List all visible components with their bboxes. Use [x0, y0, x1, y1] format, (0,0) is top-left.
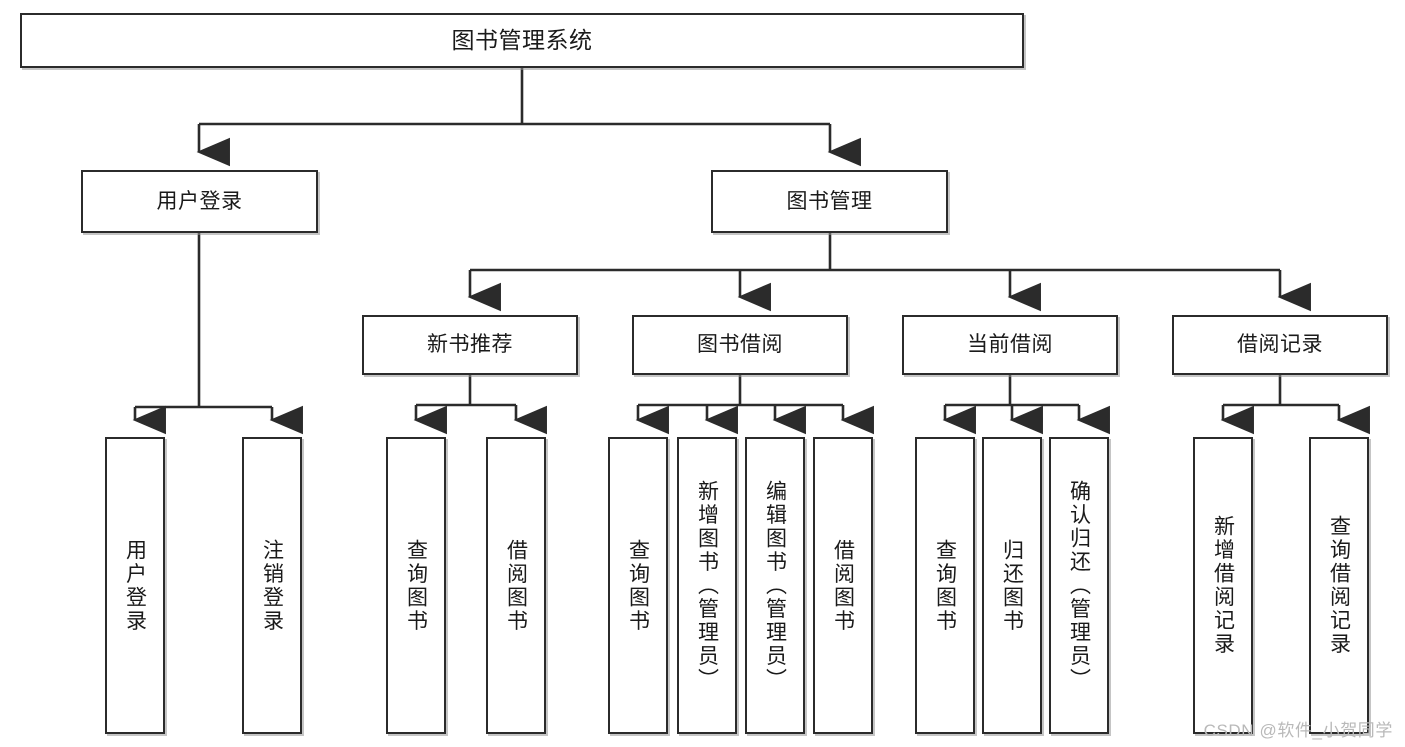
node-borrow-records[interactable]: 借阅记录 [1172, 315, 1388, 375]
node-new-book-recommend[interactable]: 新书推荐 [362, 315, 578, 375]
node-label-borrow-records: 借阅记录 [1237, 333, 1323, 357]
node-label-leaf-add-record: 新增借阅记录 [1211, 515, 1235, 656]
node-leaf-query-book-2[interactable]: 查询图书 [608, 437, 668, 734]
node-leaf-logout[interactable]: 注销登录 [242, 437, 302, 734]
node-leaf-return-book[interactable]: 归还图书 [982, 437, 1042, 734]
node-label-leaf-query-book-3: 查询图书 [933, 538, 957, 633]
node-label-leaf-confirm-return: 确认归还（管理员） [1067, 479, 1091, 692]
node-leaf-borrow-book-2[interactable]: 借阅图书 [813, 437, 873, 734]
node-label-leaf-logout: 注销登录 [260, 538, 284, 633]
node-leaf-query-book-1[interactable]: 查询图书 [386, 437, 446, 734]
watermark-text: CSDN @软件_小贺同学 [1203, 721, 1393, 740]
node-label-book-management: 图书管理 [786, 189, 873, 213]
node-user-login[interactable]: 用户登录 [81, 170, 318, 233]
node-leaf-query-record[interactable]: 查询借阅记录 [1309, 437, 1369, 734]
node-label-user-login: 用户登录 [156, 189, 243, 213]
connector-user-login-to-leaves [132, 233, 303, 435]
node-leaf-add-book[interactable]: 新增图书（管理员） [677, 437, 737, 734]
node-label-leaf-borrow-book-2: 借阅图书 [831, 538, 855, 633]
node-leaf-borrow-book-1[interactable]: 借阅图书 [486, 437, 546, 734]
node-label-leaf-query-book-2: 查询图书 [626, 538, 650, 633]
connector-book-borrow-to-leaves [635, 375, 874, 435]
node-label-book-borrow: 图书借阅 [697, 333, 783, 357]
connector-borrow-records-to-leaves [1220, 375, 1370, 435]
node-book-management[interactable]: 图书管理 [711, 170, 948, 233]
node-leaf-confirm-return[interactable]: 确认归还（管理员） [1049, 437, 1109, 734]
connector-root-to-level2 [196, 68, 861, 167]
node-leaf-add-record[interactable]: 新增借阅记录 [1193, 437, 1253, 734]
node-leaf-query-book-3[interactable]: 查询图书 [915, 437, 975, 734]
node-book-borrow[interactable]: 图书借阅 [632, 315, 848, 375]
node-label-leaf-borrow-book-1: 借阅图书 [504, 538, 528, 633]
node-label-leaf-query-book-1: 查询图书 [404, 538, 428, 633]
connector-book-management-to-level3 [467, 233, 1311, 312]
node-label-leaf-edit-book: 编辑图书（管理员） [763, 479, 787, 692]
node-root-system[interactable]: 图书管理系统 [20, 13, 1024, 68]
node-label-leaf-add-book: 新增图书（管理员） [695, 479, 719, 692]
node-label-root: 图书管理系统 [451, 26, 593, 53]
node-label-leaf-return-book: 归还图书 [1000, 538, 1024, 633]
connector-new-book-recommend-to-leaves [413, 375, 547, 435]
node-label-current-borrow: 当前借阅 [967, 333, 1053, 357]
node-label-leaf-query-record: 查询借阅记录 [1327, 515, 1351, 656]
node-label-new-book-recommend: 新书推荐 [427, 333, 513, 357]
node-current-borrow[interactable]: 当前借阅 [902, 315, 1118, 375]
node-leaf-user-login[interactable]: 用户登录 [105, 437, 165, 734]
node-leaf-edit-book[interactable]: 编辑图书（管理员） [745, 437, 805, 734]
connector-current-borrow-to-leaves [942, 375, 1110, 435]
node-label-leaf-user-login: 用户登录 [123, 538, 147, 633]
